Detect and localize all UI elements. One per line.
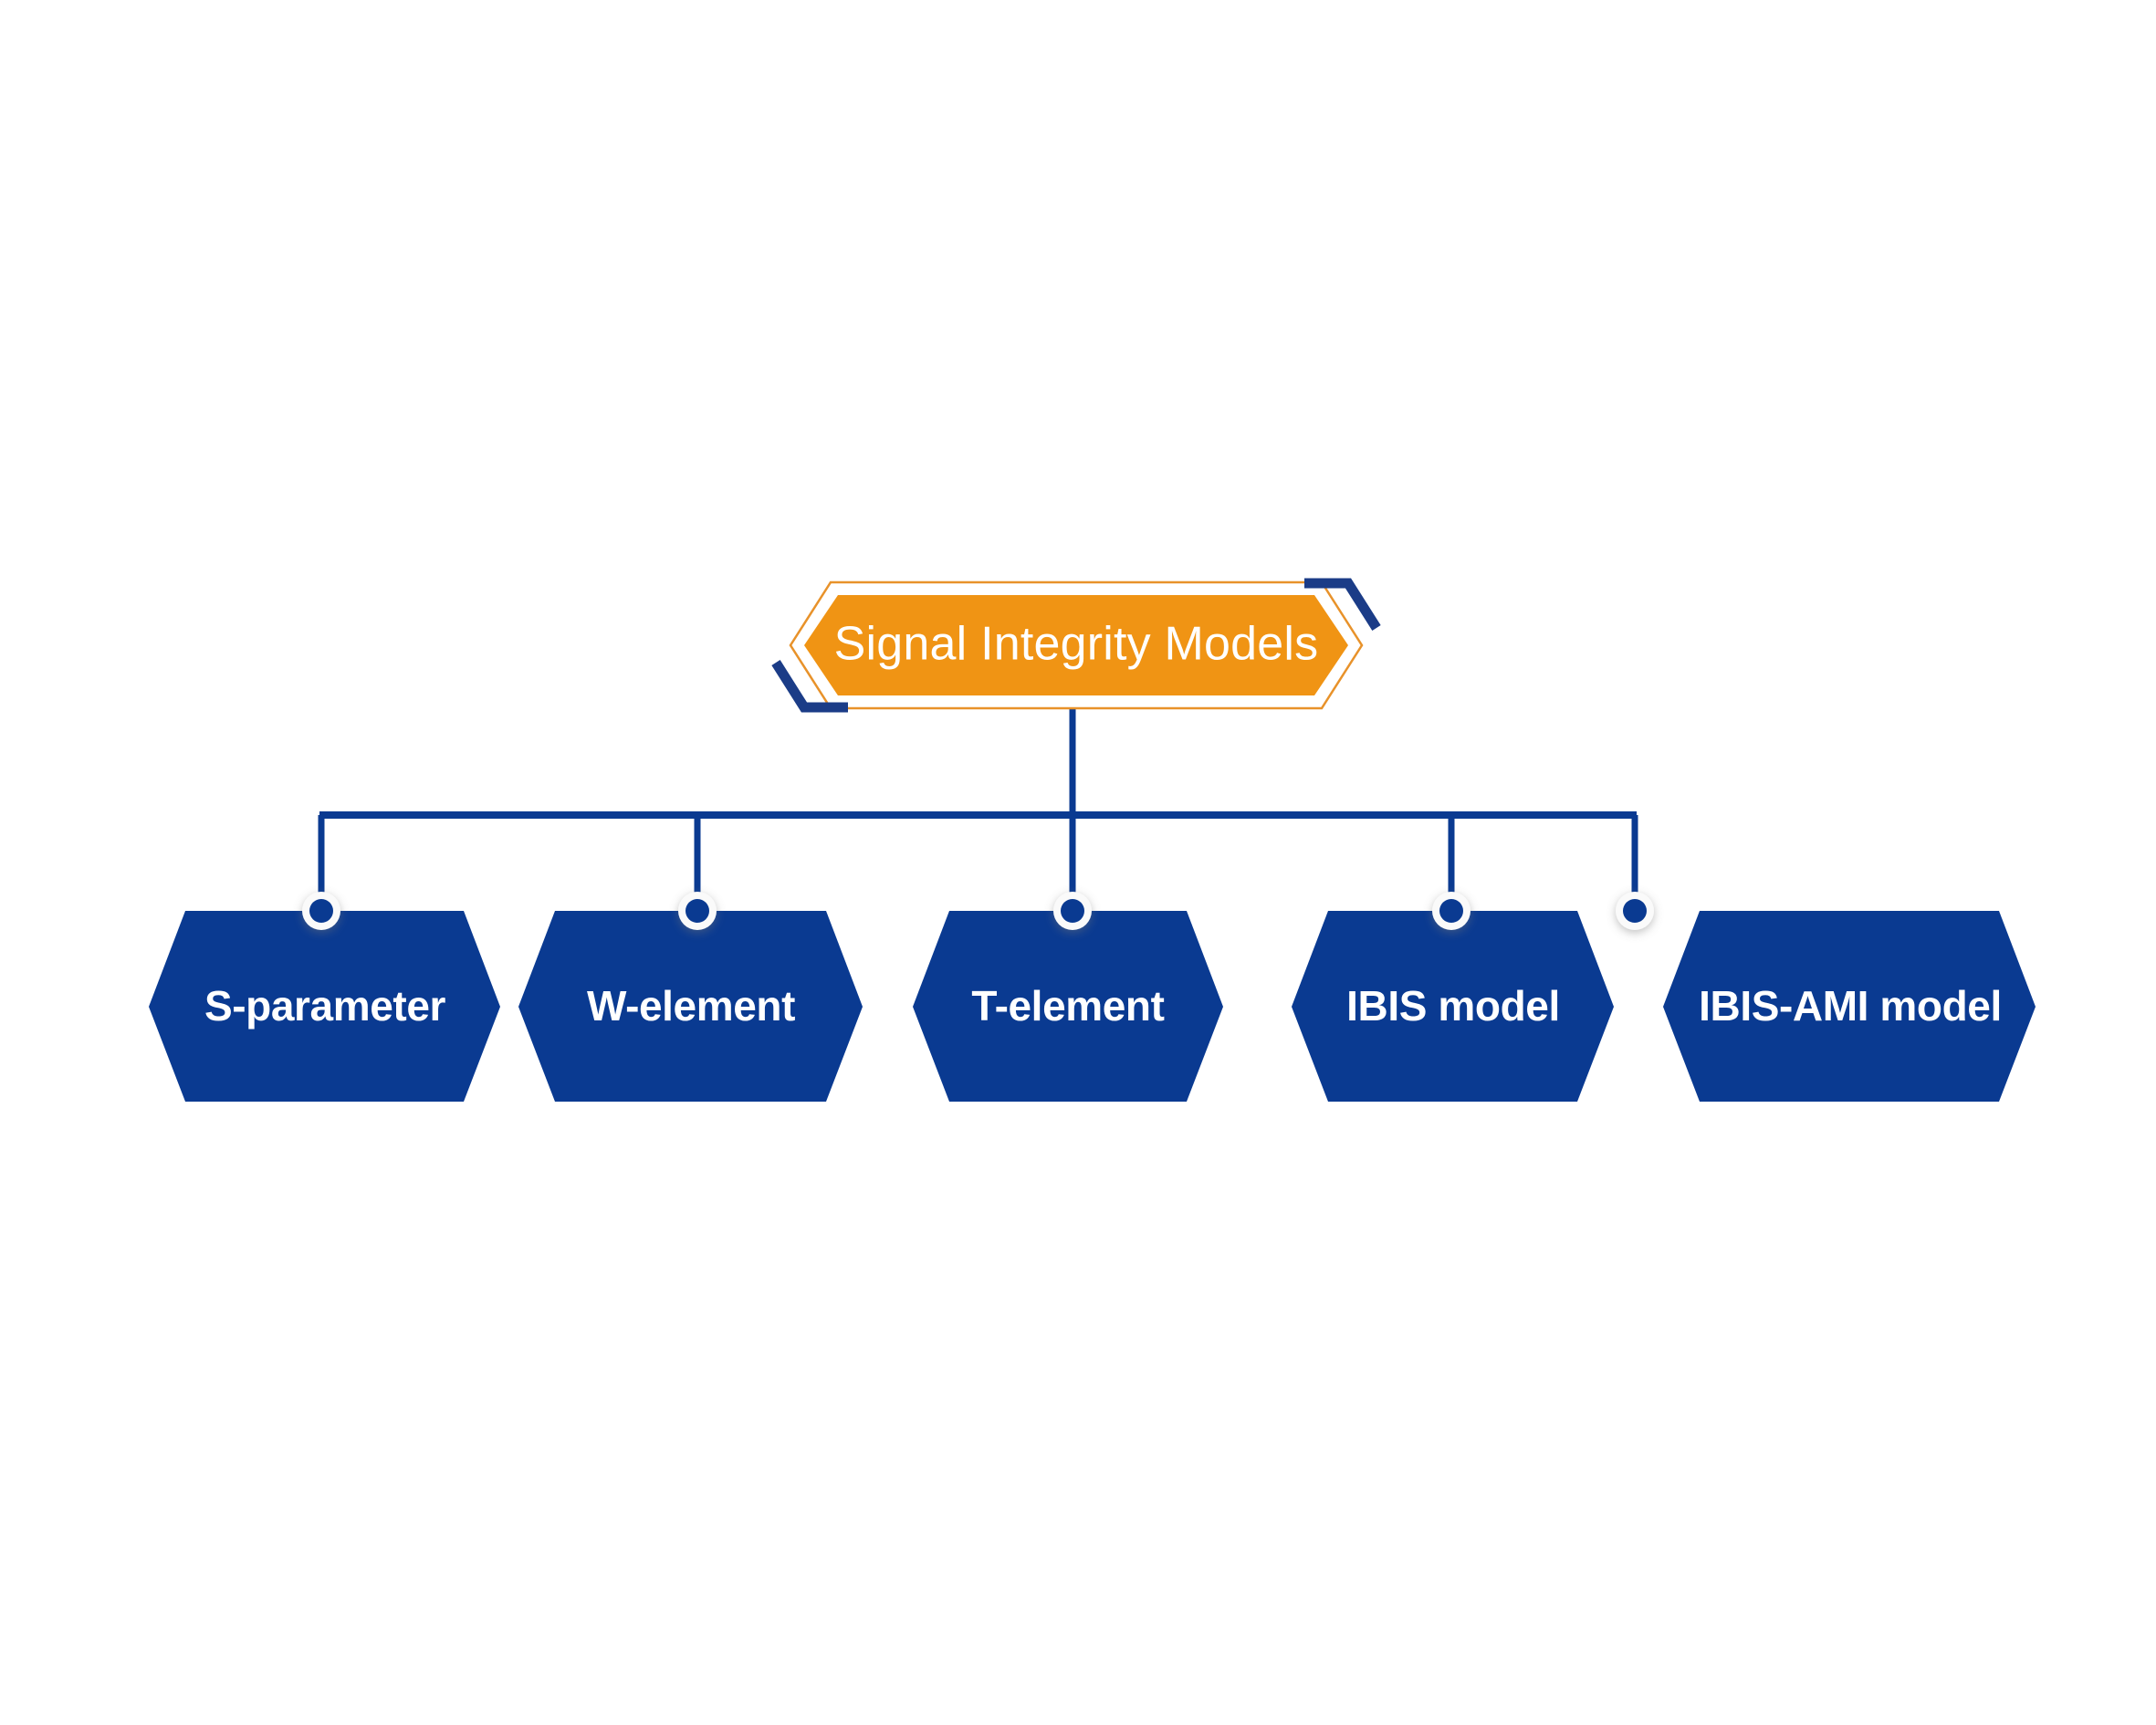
root-hexagon-body xyxy=(804,595,1348,695)
node-connector-dot-2 xyxy=(678,892,717,930)
child-node-ibis-ami-model[interactable]: IBIS-AMI model xyxy=(1616,892,2036,1102)
child-node-t-element[interactable]: T-element xyxy=(913,892,1223,1102)
child-hexagon-4 xyxy=(1292,911,1614,1102)
child-node-label-4: IBIS model xyxy=(1346,982,1560,1030)
root-accent-top-right xyxy=(1304,578,1381,631)
child-node-label-3: T-element xyxy=(971,982,1164,1030)
child-hexagon-2 xyxy=(518,911,863,1102)
child-node-label-1: S-parameter xyxy=(204,982,446,1030)
root-node-signal-integrity-models[interactable]: Signal Integrity Models xyxy=(771,578,1381,713)
node-connector-dot-4 xyxy=(1432,892,1470,930)
child-node-s-parameter[interactable]: S-parameter xyxy=(149,892,500,1102)
node-connector-dot-5 xyxy=(1616,892,1654,930)
child-hexagon-3 xyxy=(913,911,1223,1102)
child-hexagon-1 xyxy=(149,911,500,1102)
child-node-w-element[interactable]: W-element xyxy=(518,892,863,1102)
child-node-label-2: W-element xyxy=(587,982,795,1030)
child-node-label-5: IBIS-AMI model xyxy=(1699,982,2002,1030)
root-white-gap xyxy=(794,587,1358,704)
root-accent-bottom-left xyxy=(771,660,848,713)
connector-lines xyxy=(318,707,1638,911)
node-connector-dot-1 xyxy=(302,892,340,930)
child-node-ibis-model[interactable]: IBIS model xyxy=(1292,892,1614,1102)
root-node-label: Signal Integrity Models xyxy=(834,618,1319,671)
node-connector-dot-3 xyxy=(1053,892,1092,930)
child-hexagon-5 xyxy=(1663,911,2036,1102)
